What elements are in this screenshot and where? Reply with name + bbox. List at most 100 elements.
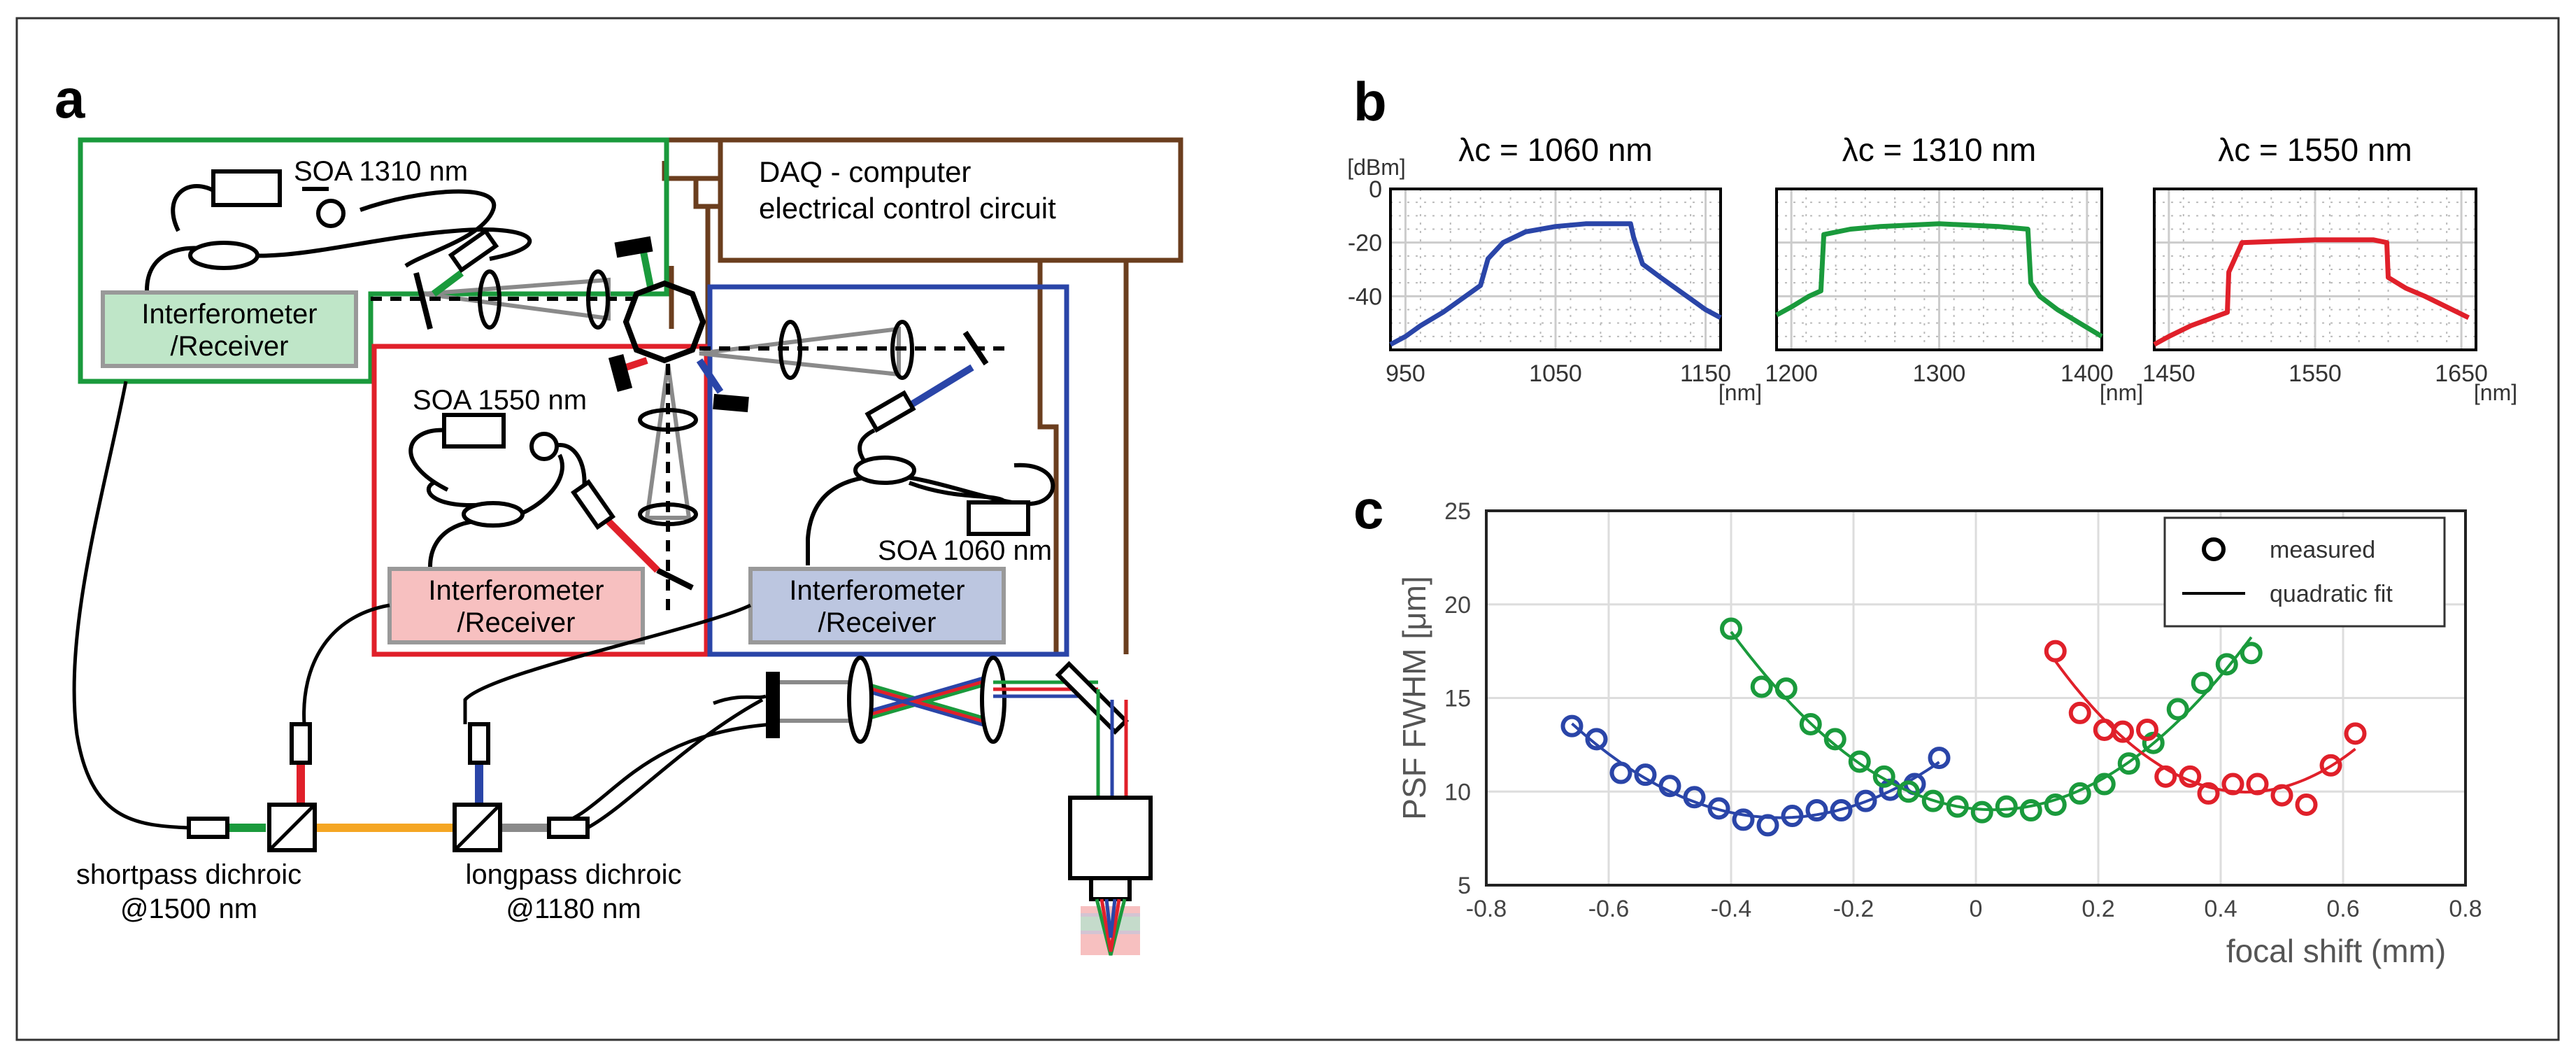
spectrum-x-tick: 1200 <box>1765 360 1818 387</box>
objective-optics <box>766 656 1153 956</box>
shortpass-label-1: shortpass dichroic <box>76 859 301 890</box>
psf-x-tick: 0.2 <box>2082 896 2114 922</box>
soa-1060-label: SOA 1060 nm <box>878 535 1052 566</box>
soa-1310-label: SOA 1310 nm <box>294 156 468 187</box>
daq-line-1: DAQ - computer <box>759 155 971 188</box>
psf-point <box>2136 718 2158 741</box>
soa-1060-box <box>707 284 1069 657</box>
psf-y-tick: 25 <box>1444 498 1471 525</box>
spectrum-x-unit: [nm] <box>2474 380 2517 405</box>
spectrum-axes-box <box>1389 188 1722 351</box>
soa-1060-amplifier <box>967 500 1030 536</box>
psf-point <box>2215 653 2238 676</box>
psf-point <box>2319 754 2342 777</box>
psf-x-tick: -0.2 <box>1833 896 1874 922</box>
daq-line-2: electrical control circuit <box>759 192 1056 225</box>
spectrum-title: λc = 1060 nm <box>1458 132 1652 168</box>
psf-y-tick: 15 <box>1444 686 1471 712</box>
psf-point <box>1848 750 1871 773</box>
spectrum-x-tick: 1450 <box>2142 360 2196 387</box>
psf-y-label: PSF FWHM [μm] <box>1396 576 1432 819</box>
psf-point <box>2154 765 2177 788</box>
receiver-1310-box <box>101 290 358 368</box>
figure-frame <box>15 17 2560 1041</box>
psf-point <box>1609 761 1632 784</box>
psf-point <box>2179 765 2202 788</box>
soa-1310-box <box>78 137 669 384</box>
beam-combiner <box>187 722 590 852</box>
psf-x-label: focal shift (mm) <box>2226 933 2446 969</box>
spectrum-y-unit: [dBm] <box>1347 155 1406 180</box>
psf-axes-box <box>1485 509 2467 887</box>
spectrum-x-tick: 1550 <box>2289 360 2342 387</box>
psf-point <box>2240 642 2263 665</box>
daq-box <box>718 137 1183 263</box>
psf-point <box>2197 782 2220 805</box>
spectrum-x-tick: 1650 <box>2435 360 2488 387</box>
psf-point <box>2044 640 2067 663</box>
spectrum-title: λc = 1550 nm <box>2218 132 2412 168</box>
panel-a-label: a <box>55 68 85 129</box>
coupler-1550 <box>462 501 525 528</box>
soa-1550-label: SOA 1550 nm <box>413 385 587 416</box>
receiver-1310-line-2: /Receiver <box>171 331 289 362</box>
spectrum-x-tick: 1400 <box>2061 360 2114 387</box>
psf-point <box>2191 672 2214 695</box>
spectrum-line <box>1389 221 1722 347</box>
psf-legend-box <box>2163 516 2446 628</box>
psf-point <box>1658 775 1681 798</box>
psf-point <box>2117 752 2140 775</box>
receiver-1550-line-1: Interferometer <box>428 575 604 606</box>
psf-point <box>1683 786 1706 809</box>
longpass-label-2: @1180 nm <box>506 894 641 924</box>
psf-point <box>1830 799 1853 821</box>
psf-fit-line-2 <box>2054 660 2356 794</box>
psf-point <box>1707 797 1730 820</box>
psf-x-tick: 0.8 <box>2449 896 2482 922</box>
spectrum-x-tick: 1150 <box>1680 360 1731 387</box>
psf-point <box>2246 773 2269 796</box>
psf-point <box>2112 720 2134 743</box>
coupler-1310 <box>188 241 259 270</box>
spectrum-y-tick: 0 <box>1369 176 1382 203</box>
receiver-1310-line-1: Interferometer <box>141 299 317 330</box>
psf-fit-line-0 <box>1571 722 1940 819</box>
psf-point <box>1774 677 1798 700</box>
spectrum-line <box>1775 221 2103 339</box>
circulator-1310-icon <box>316 199 346 228</box>
spectrum-x-tick: 1300 <box>1913 360 1966 387</box>
spectrum-chart-2: λc = 1550 nm 1450 1550 1650[nm] <box>2142 132 2517 405</box>
psf-legend-fit: quadratic fit <box>2270 581 2393 607</box>
lower-fibers <box>72 381 774 830</box>
psf-point <box>1995 795 2018 818</box>
psf-point <box>1781 805 1804 828</box>
spectrum-y-tick: -40 <box>1348 283 1382 310</box>
psf-point <box>1805 799 1828 821</box>
psf-point <box>1585 728 1608 751</box>
receiver-1060-line-2: /Receiver <box>818 607 937 638</box>
spectrum-title: λc = 1310 nm <box>1842 132 2036 168</box>
psf-point <box>1823 728 1846 751</box>
psf-point <box>1921 789 1944 812</box>
spectrum-x-tick: 1050 <box>1529 360 1582 387</box>
psf-point <box>1720 617 1742 640</box>
spectrum-line <box>2153 237 2470 347</box>
psf-point <box>1970 800 1993 824</box>
spectrum-x-unit: [nm] <box>2100 380 2143 405</box>
psf-y-tick: 5 <box>1458 873 1471 899</box>
psf-point <box>2166 698 2189 721</box>
psf-x-tick: -0.8 <box>1466 896 1507 922</box>
psf-point <box>1634 763 1657 787</box>
receiver-1550-line-2: /Receiver <box>457 607 576 638</box>
shortpass-label-2: @1500 nm <box>120 894 257 924</box>
psf-y-tick: 10 <box>1444 779 1471 805</box>
psf-point <box>1928 747 1951 770</box>
soa-1550-fiber <box>408 428 603 567</box>
psf-point <box>1854 789 1877 812</box>
psf-x-tick: 0 <box>1970 896 1983 922</box>
psf-point <box>2270 784 2293 807</box>
psf-point <box>1799 712 1822 735</box>
spectrum-y-tick: -20 <box>1348 230 1382 257</box>
